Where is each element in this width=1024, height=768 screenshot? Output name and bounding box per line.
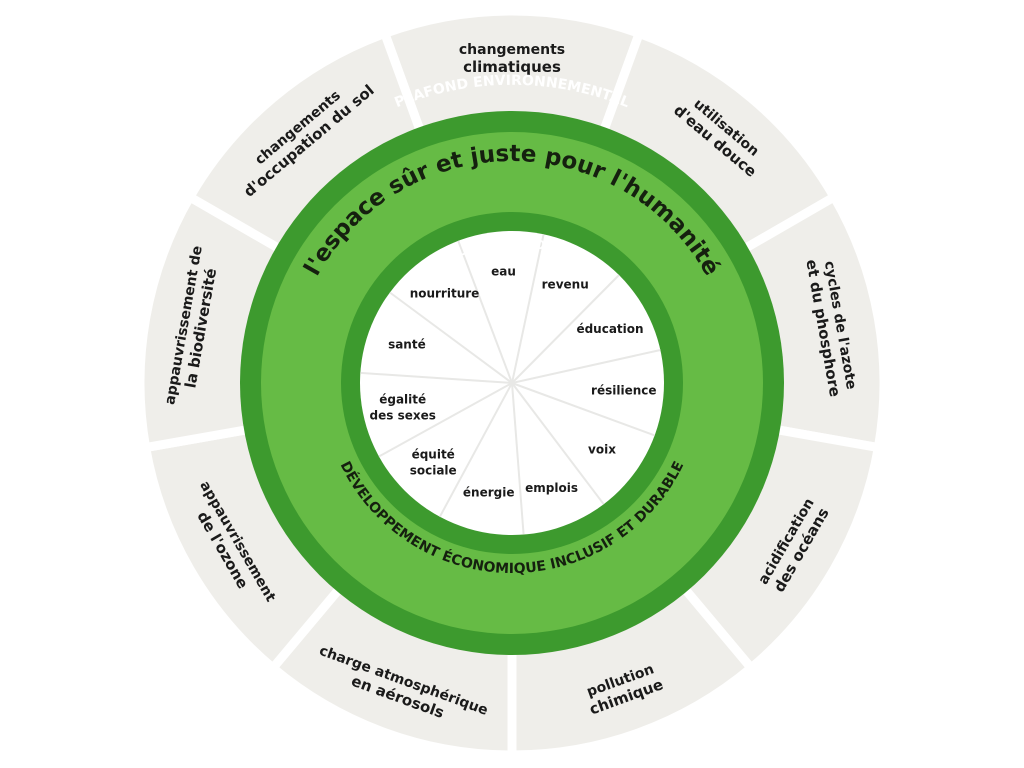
ceiling-label-line: climatiques: [463, 58, 561, 76]
social-label-emplois: emplois: [525, 481, 578, 495]
social-label-nourriture: nourriture: [410, 287, 480, 301]
social-spoke: [511, 382, 656, 437]
social-spoke: [360, 371, 513, 384]
social-spoke: [511, 274, 620, 384]
social-label-line: eau: [491, 264, 516, 278]
social-spokes: [360, 234, 661, 535]
social-label-energie: énergie: [463, 486, 515, 500]
social-label-equite: équité sociale: [410, 448, 457, 478]
social-label-line: équité: [412, 448, 455, 462]
social-label-line: résilience: [591, 384, 656, 398]
social-spoke: [511, 234, 545, 384]
social-spoke: [511, 382, 525, 535]
social-label-egalite: égalité des sexes: [370, 392, 436, 422]
social-spoke: [389, 291, 513, 384]
social-label-line: revenu: [542, 277, 589, 291]
social-label-line: égalité: [379, 392, 426, 406]
social-spoke: [378, 382, 513, 458]
social-label-line: énergie: [463, 486, 515, 500]
social-label-eau: eau: [491, 264, 516, 278]
social-label-revenu: revenu: [542, 277, 589, 291]
social-label-line: nourriture: [410, 287, 480, 301]
social-label-line: des sexes: [370, 408, 436, 422]
social-label-line: emplois: [525, 481, 578, 495]
social-spoke: [511, 349, 661, 384]
social-label-education: éducation: [576, 322, 643, 336]
social-spoke: [438, 382, 513, 518]
social-label-sante: santé: [388, 337, 426, 351]
ceiling-label-line: changements: [459, 42, 565, 58]
social-label-voix: voix: [588, 443, 616, 457]
social-foundation-labels: eau revenu éducation résilience voix emplois é…: [370, 264, 657, 499]
social-label-line: éducation: [576, 322, 643, 336]
social-label-resilience: résilience: [591, 384, 656, 398]
social-label-line: santé: [388, 337, 426, 351]
social-spoke: [511, 382, 605, 505]
social-label-line: sociale: [410, 464, 457, 478]
social-spoke: [457, 240, 513, 384]
social-label-line: voix: [588, 443, 616, 457]
